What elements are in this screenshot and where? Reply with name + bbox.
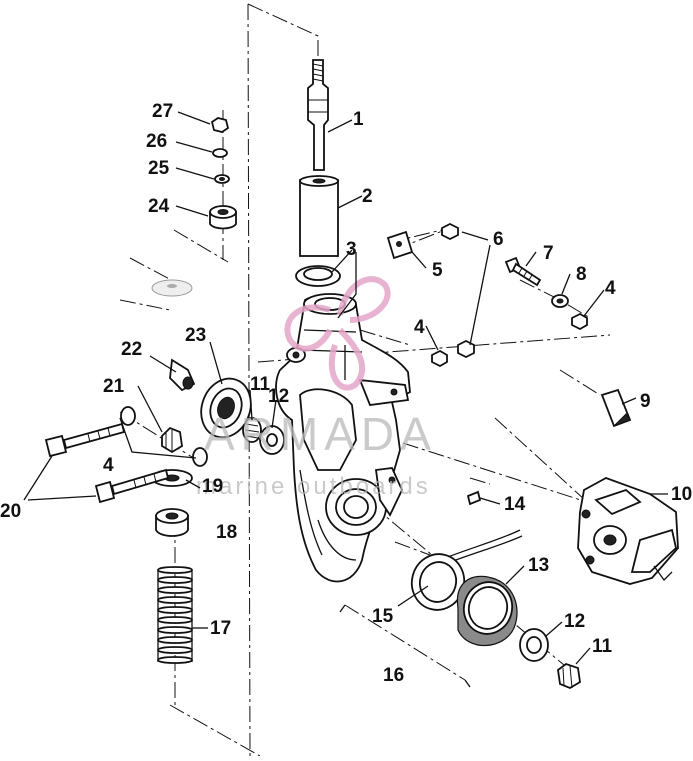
part-26-washer bbox=[212, 148, 228, 158]
callout-23: 23 bbox=[185, 325, 206, 346]
main-housing bbox=[275, 293, 411, 583]
part-11-spacer-upper bbox=[242, 417, 262, 443]
part-21-nut bbox=[161, 426, 183, 454]
part-22-stud bbox=[169, 358, 196, 392]
callout-17: 17 bbox=[210, 618, 231, 639]
part-27-nut bbox=[210, 117, 230, 133]
callout-22: 22 bbox=[121, 339, 142, 360]
part-14-pin bbox=[466, 490, 482, 506]
propeller-logo bbox=[284, 276, 391, 391]
callout-labels: 1 2 3 4 5 6 7 8 4 9 10 11 12 13 14 15 16… bbox=[0, 101, 692, 686]
callout-10: 10 bbox=[671, 484, 692, 505]
part-8-washer bbox=[551, 294, 569, 308]
callout-3: 3 bbox=[346, 239, 357, 260]
callout-19: 19 bbox=[202, 476, 223, 497]
callout-4-mid: 4 bbox=[414, 317, 425, 338]
faded-bracket bbox=[151, 279, 193, 297]
part-24-bushing bbox=[209, 205, 237, 230]
callout-18: 18 bbox=[216, 522, 237, 543]
watermark-brand: ARMADA bbox=[204, 408, 437, 460]
callout-16: 16 bbox=[383, 665, 404, 686]
part-15-seal bbox=[410, 553, 466, 611]
part-18-bushing bbox=[155, 508, 189, 537]
part-23-seal bbox=[200, 377, 252, 439]
part-5-plate bbox=[386, 230, 414, 260]
group-16-bracket bbox=[339, 604, 471, 688]
part-10-caliper bbox=[577, 477, 679, 585]
callout-11-lower: 11 bbox=[592, 636, 613, 657]
part-11-nut-lower bbox=[557, 662, 581, 690]
callout-26: 26 bbox=[146, 131, 167, 152]
callout-27: 27 bbox=[152, 101, 173, 122]
callout-12-lower: 12 bbox=[564, 611, 585, 632]
callout-12-upper: 12 bbox=[268, 386, 289, 407]
part-7-bolt bbox=[504, 256, 542, 287]
callout-11-upper: 11 bbox=[250, 374, 271, 395]
callout-14: 14 bbox=[504, 494, 526, 515]
callout-9: 9 bbox=[640, 391, 651, 412]
callout-20: 20 bbox=[0, 501, 21, 522]
part-4-nut-right bbox=[571, 312, 588, 331]
callout-4-right: 4 bbox=[605, 278, 616, 299]
part-3-washer bbox=[295, 265, 341, 287]
part-4-nut-mid bbox=[431, 349, 448, 368]
callout-5: 5 bbox=[432, 260, 443, 281]
part-2-sleeve bbox=[299, 175, 339, 257]
part-9-key bbox=[600, 388, 632, 428]
part-20-bolts bbox=[23, 422, 170, 504]
part-17-spring bbox=[157, 566, 193, 664]
callout-25: 25 bbox=[148, 158, 170, 179]
part-25-washer bbox=[214, 174, 230, 184]
watermark: ARMADA marine outboards bbox=[196, 276, 437, 500]
callout-24: 24 bbox=[148, 196, 170, 217]
callout-1: 1 bbox=[353, 109, 364, 130]
callout-4-left: 4 bbox=[103, 455, 114, 476]
part-1-shaft bbox=[307, 59, 329, 171]
leader-lines bbox=[137, 111, 668, 665]
watermark-tagline: marine outboards bbox=[196, 473, 431, 500]
callout-15: 15 bbox=[372, 606, 394, 627]
callout-13: 13 bbox=[528, 555, 549, 576]
callout-2: 2 bbox=[362, 186, 373, 207]
part-12-bushing-upper bbox=[259, 425, 285, 455]
callout-8: 8 bbox=[576, 264, 587, 285]
part-6-nuts bbox=[441, 222, 491, 359]
callout-21: 21 bbox=[103, 376, 125, 397]
part-12-bushing-lower bbox=[519, 628, 549, 662]
callout-6: 6 bbox=[493, 229, 504, 250]
callout-7: 7 bbox=[543, 243, 554, 264]
part-13-race bbox=[456, 575, 518, 647]
